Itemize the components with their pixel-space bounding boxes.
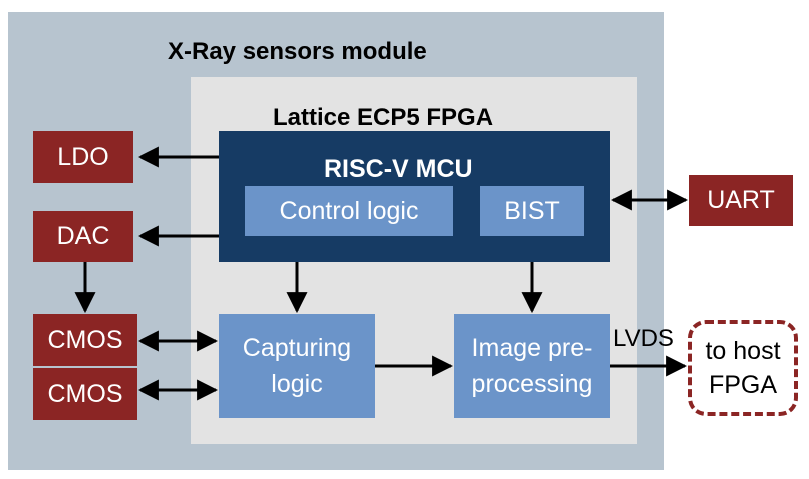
bist-block: BIST [480,186,584,236]
uart-label: UART [707,186,775,214]
module-title: X-Ray sensors module [168,38,427,65]
uart-block: UART [689,175,793,226]
fpga-title: Lattice ECP5 FPGA [273,104,494,131]
mcu-title: RISC-V MCU [324,155,473,183]
cmos-block-2: CMOS [33,368,137,420]
host-fpga-block: to host FPGA [688,320,798,416]
control-logic-label: Control logic [279,196,419,225]
cmos-block-1: CMOS [33,314,137,366]
capturing-logic-label: Capturing logic [242,334,352,398]
dac-label: DAC [56,222,110,250]
control-logic-block: Control logic [245,186,453,236]
image-preprocessing-block: Image pre-processing [454,314,610,418]
dac-block: DAC [33,211,133,262]
lvds-label: LVDS [613,325,674,352]
bist-label: BIST [504,196,560,225]
ldo-block: LDO [33,131,133,183]
cmos-label-1: CMOS [47,325,123,354]
cmos-label-2: CMOS [47,379,123,408]
capturing-logic-block: Capturing logic [219,314,375,418]
image-preprocessing-label: Image pre-processing [471,334,593,398]
host-fpga-label: to host FPGA [705,337,781,399]
ldo-label: LDO [57,142,109,171]
